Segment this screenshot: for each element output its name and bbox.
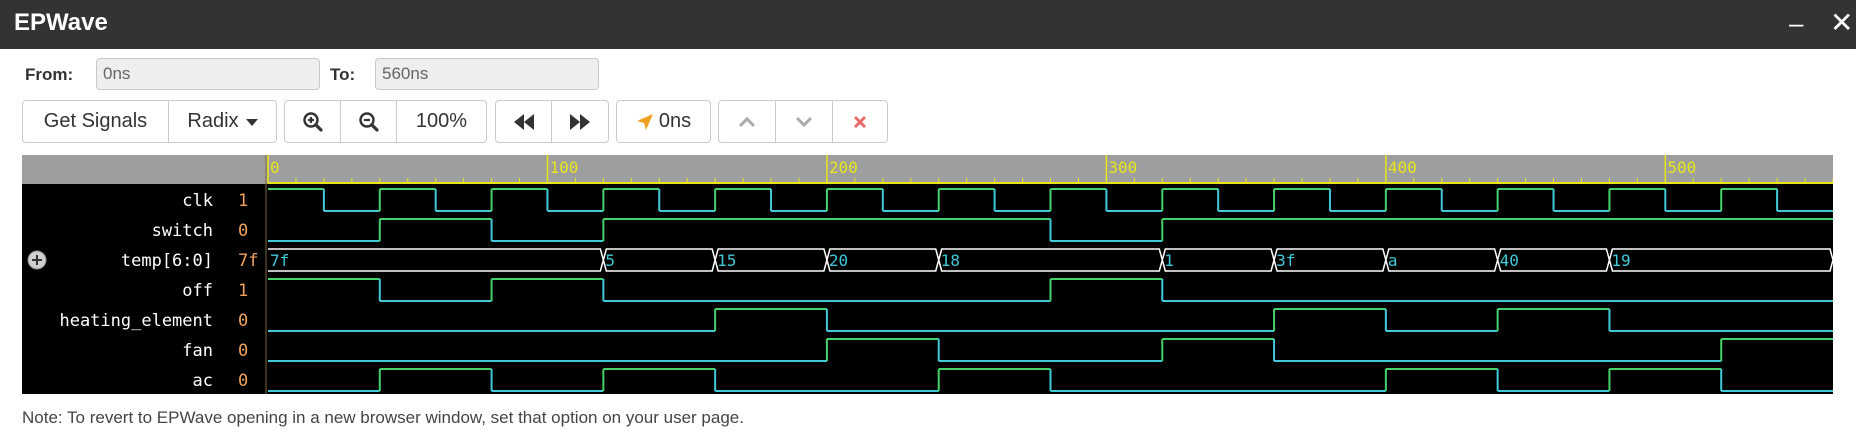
zoom-in-button[interactable] — [285, 101, 341, 142]
bus-segment — [1385, 248, 1499, 272]
zoom-in-icon — [302, 111, 323, 132]
caret-down-icon — [245, 119, 258, 126]
to-input[interactable] — [375, 58, 599, 90]
zoom-level-label: 100% — [415, 110, 468, 132]
title-bar: EPWave – ✕ — [0, 0, 1856, 49]
signal-name-ac: ac — [193, 371, 213, 391]
note-text: Note: To revert to EPWave opening in a n… — [22, 408, 744, 427]
cursor-time-label: 0ns — [658, 110, 692, 132]
chevron-up-icon — [738, 116, 756, 127]
bus-value-label: 1 — [1164, 251, 1174, 270]
navigate-button-group — [495, 100, 609, 143]
bus-segment — [1608, 248, 1833, 272]
get-signals-label: Get Signals — [43, 110, 148, 132]
from-input[interactable] — [96, 58, 320, 90]
zoom-button-group: 100% — [284, 100, 487, 143]
bus-segment — [602, 248, 716, 272]
bus-segment — [937, 248, 1164, 272]
signal-value-fan: 0 — [238, 341, 248, 361]
signal-order-button-group — [718, 100, 888, 143]
timeline-tick-label: 500 — [1667, 158, 1696, 177]
signal-name-heating_element: heating_element — [59, 311, 213, 331]
cursor-arrow-icon — [636, 113, 653, 130]
timeline-tick-label: 300 — [1108, 158, 1137, 177]
radix-label: Radix — [187, 110, 239, 132]
signal-value-ac: 0 — [238, 371, 248, 391]
bus-value-label: 7f — [270, 251, 289, 270]
zoom-level-button[interactable]: 100% — [397, 101, 486, 142]
signals-button-group: Get Signals Radix — [22, 100, 277, 143]
bus-value-label: 15 — [717, 251, 736, 270]
signal-value-switch: 0 — [238, 221, 248, 241]
signal-name-clk: clk — [182, 191, 213, 211]
signal-name-off: off — [182, 281, 213, 301]
bus-value-label: 18 — [941, 251, 960, 270]
expand-plus[interactable] — [32, 255, 42, 265]
remove-x-icon — [853, 115, 867, 128]
fast-forward-icon — [570, 113, 590, 130]
signal-name-switch: switch — [152, 221, 213, 241]
bus-value-label: 20 — [829, 251, 848, 270]
chevron-down-icon — [795, 116, 813, 127]
signal-name-fan: fan — [182, 341, 213, 361]
zoom-out-button[interactable] — [341, 101, 397, 142]
cursor-time-button[interactable]: 0ns — [617, 101, 710, 142]
remove-signal-button[interactable] — [833, 101, 887, 142]
signal-value-clk: 1 — [238, 191, 248, 211]
to-label: To: — [330, 65, 356, 84]
timeline-tick-label: 400 — [1388, 158, 1417, 177]
bus-value-label: a — [1388, 251, 1398, 270]
bus-value-label: 19 — [1611, 251, 1630, 270]
zoom-out-icon — [358, 111, 379, 132]
radix-dropdown[interactable]: Radix — [169, 101, 276, 142]
timeline-tick-label: 100 — [549, 158, 578, 177]
timeline-tick-label: 0 — [270, 158, 280, 177]
bus-value-label: 5 — [605, 251, 615, 270]
bus-value-label: 3f — [1276, 251, 1295, 270]
signal-name-temp-6-0-: temp[6:0] — [121, 251, 213, 271]
bus-segment — [268, 248, 605, 272]
minimize-button[interactable]: – — [1789, 8, 1804, 38]
signal-value-off: 1 — [238, 281, 248, 301]
fast-forward-button[interactable] — [552, 101, 608, 142]
window-title: EPWave — [14, 9, 108, 36]
rewind-button[interactable] — [496, 101, 552, 142]
cursor-button-group: 0ns — [616, 100, 711, 143]
bus-segment — [1161, 248, 1275, 272]
rewind-icon — [513, 113, 534, 130]
signal-value-temp-6-0-: 7f — [238, 251, 258, 271]
bus-value-label: 40 — [1500, 251, 1519, 270]
timeline-tick-label: 200 — [829, 158, 858, 177]
signal-value-heating_element: 0 — [238, 311, 248, 331]
move-up-button[interactable] — [719, 101, 776, 142]
move-down-button[interactable] — [776, 101, 833, 142]
get-signals-button[interactable]: Get Signals — [23, 101, 169, 142]
close-button[interactable]: ✕ — [1830, 7, 1854, 38]
from-label: From: — [25, 65, 74, 84]
expand-plus-icon[interactable] — [27, 250, 47, 270]
